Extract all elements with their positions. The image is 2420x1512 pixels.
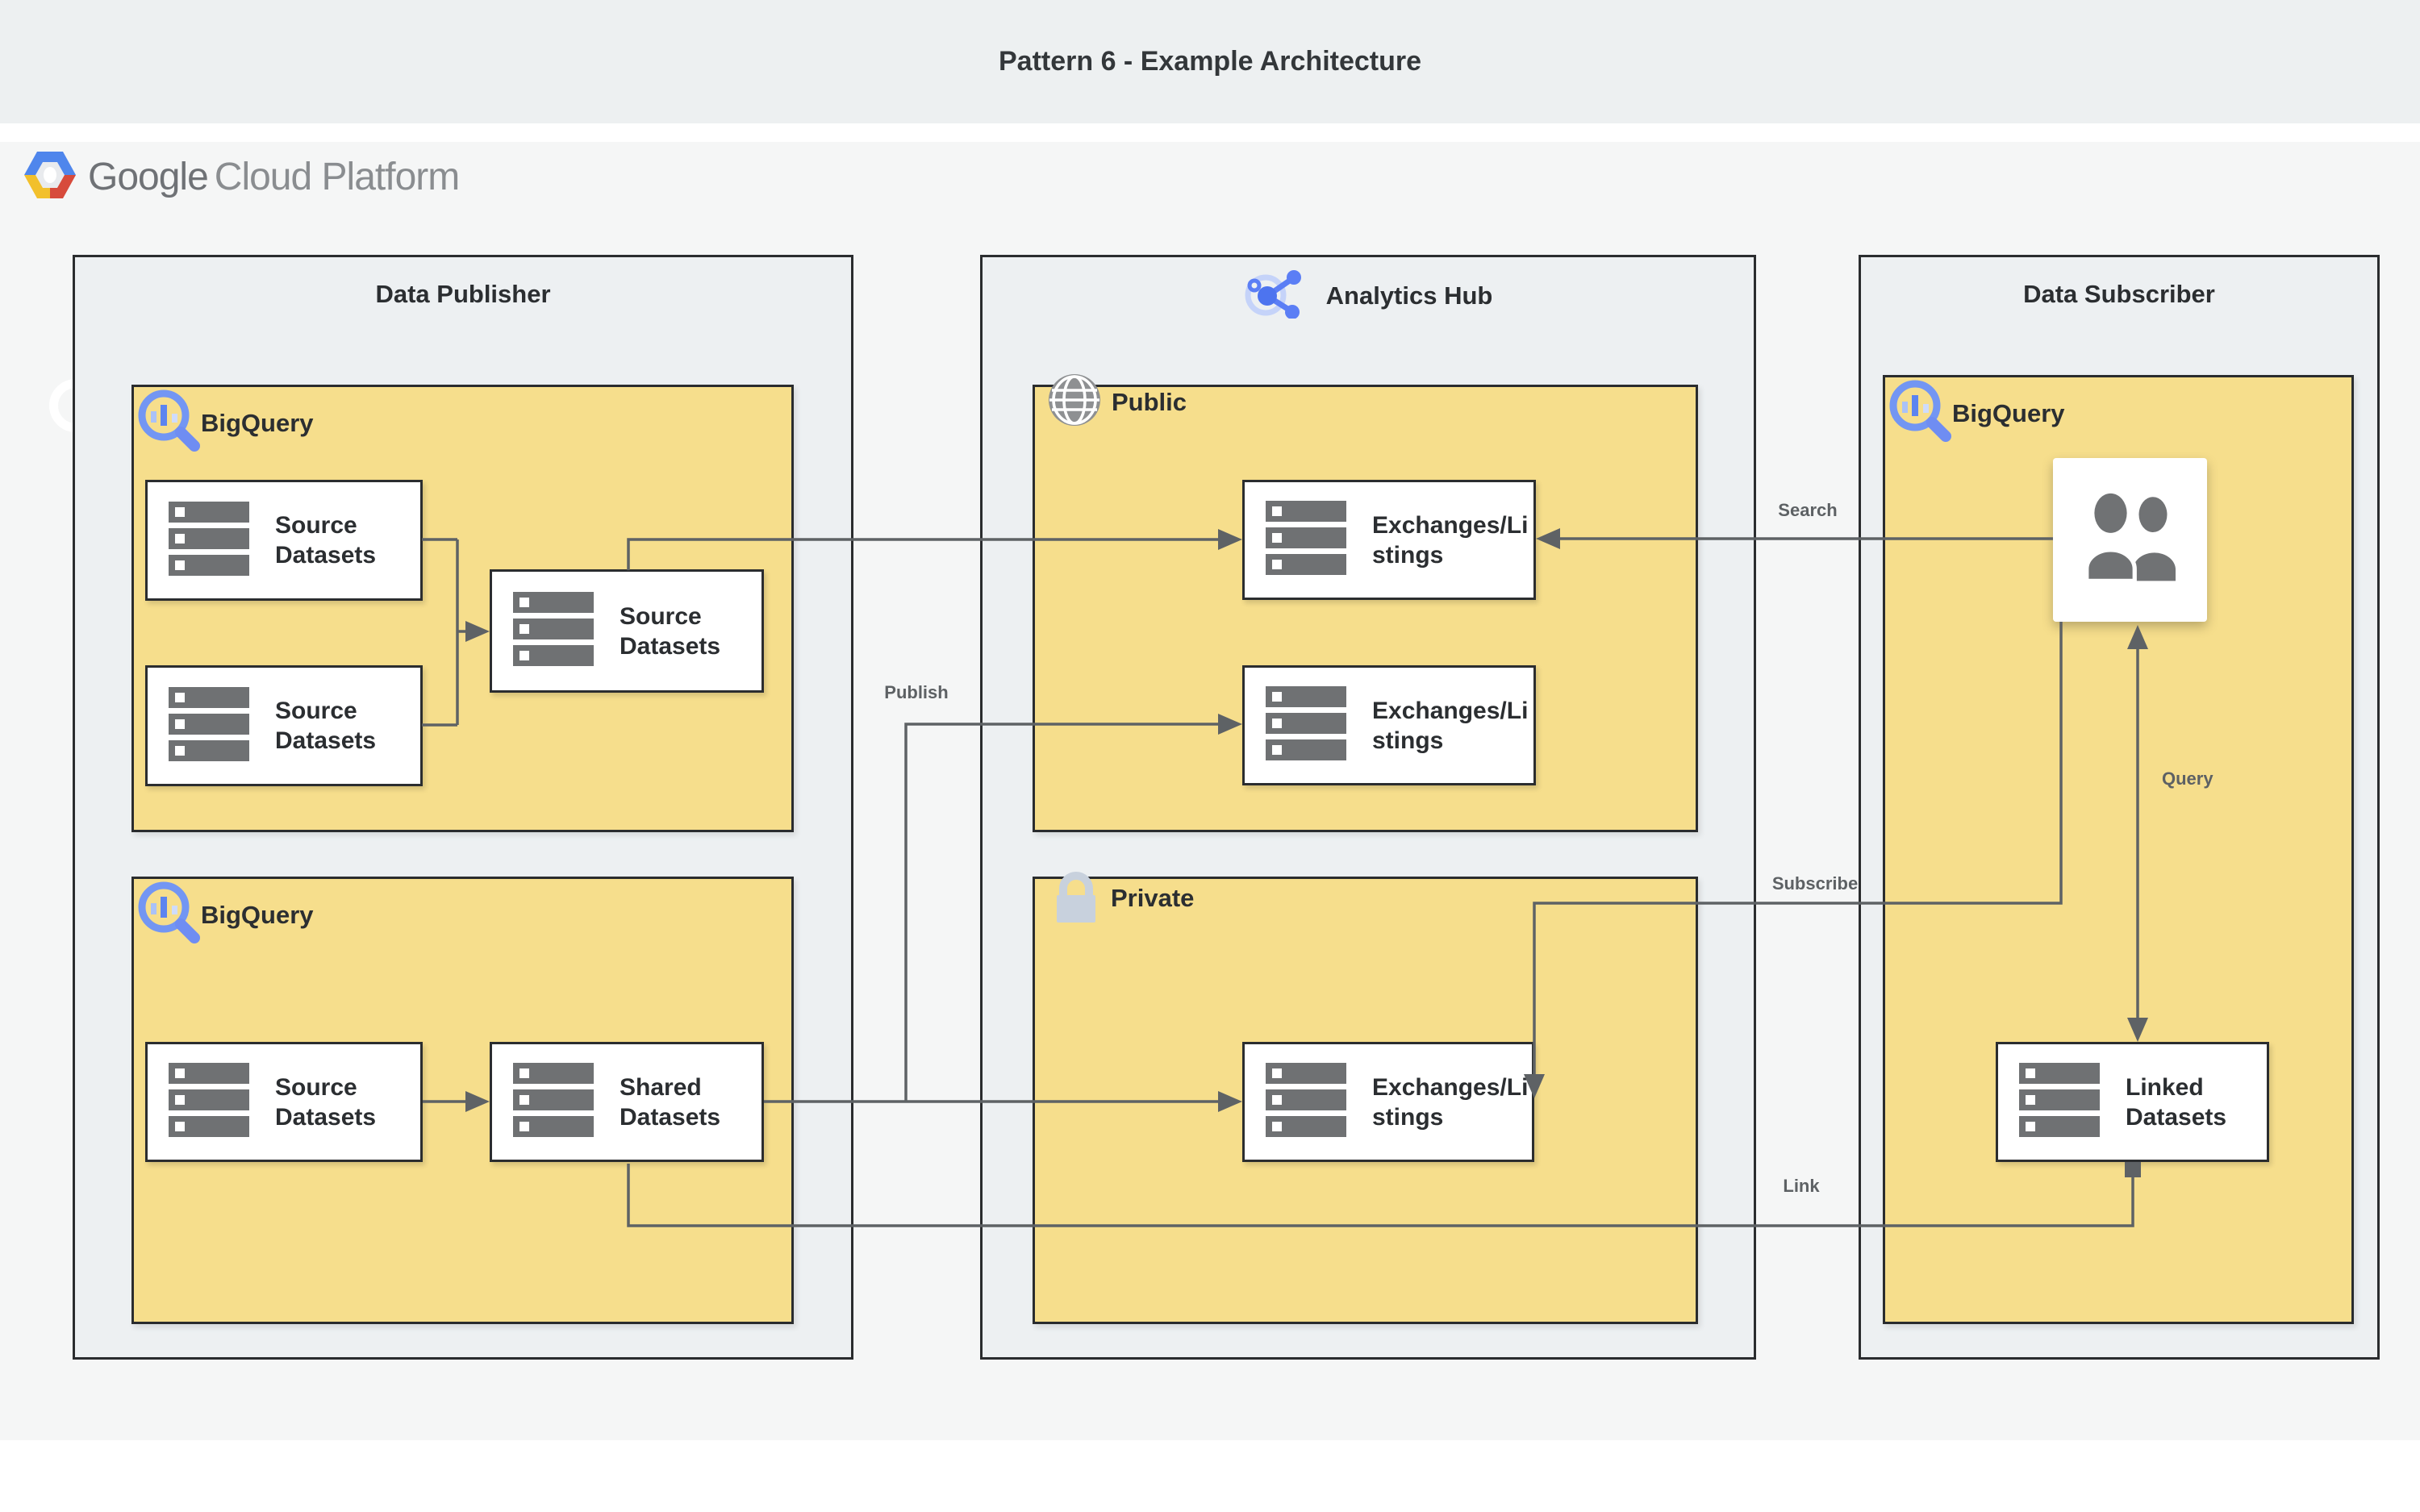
- data-publisher-title: Data Publisher: [375, 280, 551, 308]
- globe-icon: [1047, 373, 1102, 431]
- linked-datasets-label: Linked Datasets: [2126, 1073, 2227, 1131]
- shared-datasets-box: Shared Datasets: [490, 1042, 764, 1162]
- exchanges-listings-label: Exchanges/Listings: [1372, 511, 1529, 569]
- exchanges-listings-label: Exchanges/Listings: [1372, 1073, 1529, 1131]
- dataset-icon: [1266, 499, 1350, 581]
- publish-edge-label: Publish: [884, 682, 949, 702]
- subscriber-users-card: [2053, 458, 2207, 622]
- source-datasets-label: Source Datasets: [275, 512, 377, 569]
- source-datasets-label: Source Datasets: [275, 698, 377, 754]
- source-datasets-box-1: Source Datasets: [145, 480, 423, 601]
- dataset-icon: [169, 685, 252, 767]
- private-zone-header: Private: [1051, 868, 1194, 928]
- analytics-hub-icon: [1244, 269, 1307, 323]
- people-icon: [2074, 481, 2187, 598]
- public-zone-header: Public: [1047, 373, 1187, 431]
- exchanges-listings-box-public-2: Exchanges/Listings: [1242, 665, 1536, 785]
- header-divider: [0, 123, 2420, 142]
- dataset-icon: [169, 1061, 252, 1143]
- shared-datasets-label: Shared Datasets: [620, 1073, 721, 1131]
- dataset-icon: [169, 500, 252, 581]
- bigquery-label: BigQuery: [1952, 398, 2065, 427]
- dataset-icon: [1266, 1061, 1350, 1143]
- subscriber-bigquery-header: BigQuery: [1883, 375, 2065, 452]
- bigquery-icon: [131, 385, 204, 461]
- analytics-hub-header: Analytics Hub: [983, 269, 1754, 323]
- link-edge-label: Link: [1783, 1176, 1820, 1196]
- query-edge-label: Query: [2162, 768, 2213, 789]
- analytics-hub-title: Analytics Hub: [1325, 281, 1493, 310]
- source-datasets-label: Source Datasets: [620, 602, 721, 660]
- bigquery-label: BigQuery: [201, 900, 314, 929]
- exchanges-listings-label: Exchanges/Listings: [1372, 697, 1529, 754]
- private-label: Private: [1111, 883, 1195, 912]
- linked-datasets-box: Linked Datasets: [1996, 1042, 2269, 1162]
- gcp-logo-google: Google: [88, 156, 209, 198]
- bottom-margin: [0, 1440, 2420, 1512]
- dataset-icon: [2019, 1061, 2103, 1143]
- gcp-hexagon-icon: [23, 150, 77, 204]
- gcp-logo-cloud-platform: Cloud Platform: [214, 156, 460, 198]
- bigquery-icon: [1883, 375, 1955, 452]
- exchanges-listings-box-public-1: Exchanges/Listings: [1242, 480, 1536, 600]
- subscribe-edge-label: Subscribe: [1771, 873, 1859, 893]
- publisher-bigquery-top-header: BigQuery: [131, 385, 314, 461]
- public-label: Public: [1112, 387, 1187, 416]
- source-datasets-box-2: Source Datasets: [145, 665, 423, 786]
- dataset-icon: [1266, 685, 1350, 766]
- dataset-icon: [513, 590, 597, 672]
- page-title: Pattern 6 - Example Architecture: [998, 46, 1422, 77]
- publisher-bigquery-bottom-header: BigQuery: [131, 877, 314, 953]
- data-subscriber-title: Data Subscriber: [2023, 280, 2215, 308]
- search-edge-label: Search: [1778, 500, 1838, 520]
- source-datasets-merged-box: Source Datasets: [490, 569, 764, 693]
- exchanges-listings-box-private: Exchanges/Listings: [1242, 1042, 1534, 1162]
- source-datasets-label: Source Datasets: [275, 1073, 377, 1131]
- title-band: Pattern 6 - Example Architecture: [0, 0, 2420, 123]
- dataset-icon: [513, 1061, 597, 1143]
- lock-icon: [1051, 868, 1101, 928]
- source-datasets-box-3: Source Datasets: [145, 1042, 423, 1162]
- bigquery-icon: [131, 877, 204, 953]
- bigquery-label: BigQuery: [201, 408, 314, 437]
